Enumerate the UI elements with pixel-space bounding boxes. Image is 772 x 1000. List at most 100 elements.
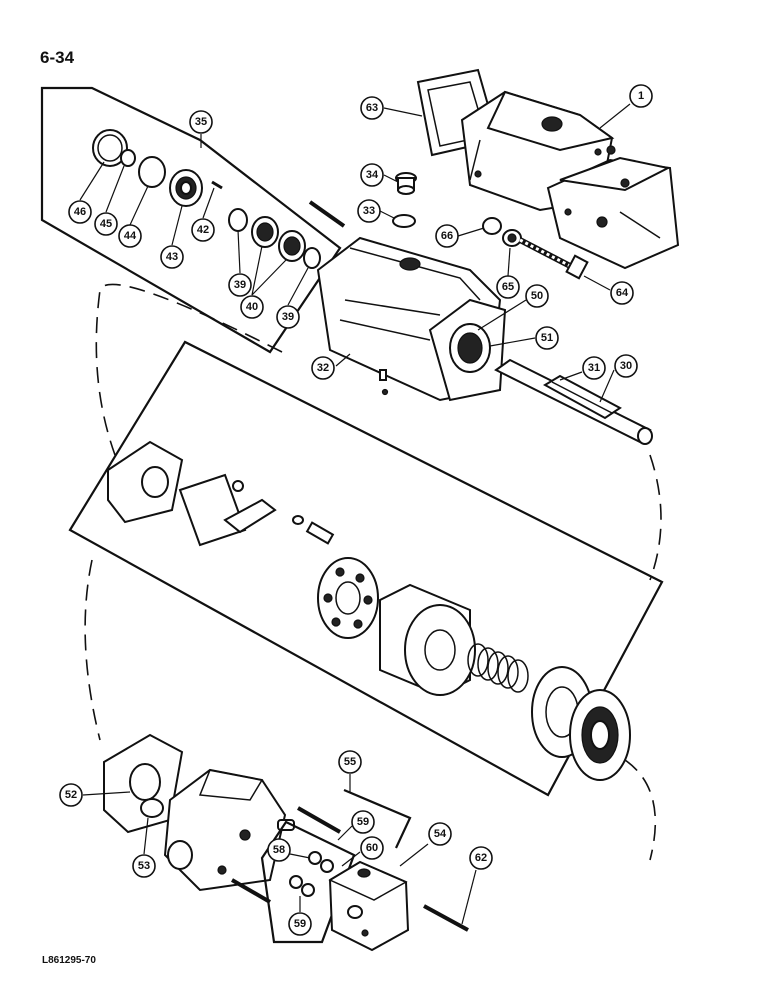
svg-text:66: 66 bbox=[441, 230, 453, 242]
svg-text:33: 33 bbox=[363, 205, 375, 217]
callout-64: 64 bbox=[610, 281, 634, 305]
svg-text:40: 40 bbox=[246, 301, 258, 313]
o-ring-59-c bbox=[301, 883, 315, 897]
svg-text:46: 46 bbox=[74, 206, 86, 218]
svg-text:59: 59 bbox=[357, 816, 369, 828]
callout-60: 60 bbox=[360, 836, 384, 860]
figure-code: L861295-70 bbox=[42, 955, 96, 966]
callout-39-a: 39 bbox=[228, 273, 252, 297]
svg-text:65: 65 bbox=[502, 281, 514, 293]
callout-33: 33 bbox=[357, 199, 381, 223]
seal-53 bbox=[140, 798, 164, 818]
svg-text:59: 59 bbox=[294, 918, 306, 930]
callout-42: 42 bbox=[191, 218, 215, 242]
svg-text:63: 63 bbox=[366, 102, 378, 114]
svg-text:42: 42 bbox=[197, 224, 209, 236]
pump-housing-32 bbox=[316, 236, 507, 402]
dashed-connector-2 bbox=[649, 454, 662, 581]
pin-small bbox=[308, 200, 346, 228]
svg-text:54: 54 bbox=[434, 828, 447, 840]
seal-40-a bbox=[251, 216, 279, 248]
callout-44: 44 bbox=[118, 224, 142, 248]
callout-55: 55 bbox=[338, 750, 362, 774]
callout-39-b: 39 bbox=[276, 305, 300, 329]
plug-34 bbox=[395, 172, 417, 195]
seal-kit-frame bbox=[40, 86, 342, 354]
callout-43: 43 bbox=[160, 245, 184, 269]
callout-1: 1 bbox=[629, 84, 653, 108]
callout-30: 30 bbox=[614, 354, 638, 378]
drive-shaft-30 bbox=[494, 358, 653, 445]
shaft-seal-43 bbox=[169, 169, 203, 207]
callout-40: 40 bbox=[240, 295, 264, 319]
seal-40-b bbox=[278, 230, 306, 262]
svg-text:53: 53 bbox=[138, 860, 150, 872]
pin-42 bbox=[211, 180, 223, 190]
thrust-plate bbox=[569, 689, 631, 781]
svg-text:30: 30 bbox=[620, 360, 632, 372]
backup-ring-44 bbox=[138, 156, 166, 188]
callout-50: 50 bbox=[525, 284, 549, 308]
cylinder-block bbox=[379, 583, 476, 697]
o-ring-59-a bbox=[320, 859, 334, 873]
callout-31: 31 bbox=[582, 356, 606, 380]
bolt-lower bbox=[230, 878, 272, 904]
retainer-plate bbox=[223, 498, 277, 534]
svg-text:64: 64 bbox=[616, 287, 629, 299]
callout-34: 34 bbox=[360, 163, 384, 187]
bolt-64 bbox=[518, 237, 589, 280]
svg-text:1: 1 bbox=[638, 90, 644, 102]
svg-text:35: 35 bbox=[195, 116, 207, 128]
o-ring-39-a bbox=[228, 208, 248, 232]
callout-59-a: 59 bbox=[351, 810, 375, 834]
callout-63: 63 bbox=[360, 96, 384, 120]
svg-text:60: 60 bbox=[366, 842, 378, 854]
o-ring-45 bbox=[120, 149, 136, 167]
leader-lines bbox=[79, 103, 631, 925]
svg-text:58: 58 bbox=[273, 844, 285, 856]
rotating-group-frame bbox=[68, 340, 664, 797]
svg-text:51: 51 bbox=[541, 332, 553, 344]
callout-53: 53 bbox=[132, 854, 156, 878]
dashed-connector-3 bbox=[84, 559, 101, 741]
callout-52: 52 bbox=[59, 783, 83, 807]
svg-text:43: 43 bbox=[166, 251, 178, 263]
o-ring-39-b bbox=[303, 247, 321, 269]
charge-pump-body bbox=[163, 768, 287, 892]
spring-set bbox=[467, 643, 529, 693]
dashed-connector-1 bbox=[95, 283, 283, 456]
svg-text:44: 44 bbox=[124, 230, 137, 242]
end-cover bbox=[107, 440, 184, 524]
callout-54: 54 bbox=[428, 822, 452, 846]
bolt-62 bbox=[423, 904, 469, 932]
callout-58: 58 bbox=[267, 838, 291, 862]
svg-text:62: 62 bbox=[475, 852, 487, 864]
nut-65 bbox=[502, 229, 522, 247]
retaining-ring-46 bbox=[92, 129, 128, 167]
o-ring-58 bbox=[308, 851, 322, 865]
relief-valve-block-54 bbox=[328, 860, 410, 952]
callout-66: 66 bbox=[435, 224, 459, 248]
o-ring-33 bbox=[392, 214, 416, 228]
bolt-55 bbox=[297, 806, 341, 834]
o-ring-59-b bbox=[289, 875, 303, 889]
svg-text:31: 31 bbox=[588, 362, 600, 374]
svg-text:39: 39 bbox=[234, 279, 246, 291]
callout-46: 46 bbox=[68, 200, 92, 224]
screw-pin bbox=[292, 515, 335, 545]
callout-62: 62 bbox=[469, 846, 493, 870]
small-plug bbox=[232, 480, 244, 492]
svg-text:45: 45 bbox=[100, 218, 112, 230]
svg-text:52: 52 bbox=[65, 789, 77, 801]
callout-45: 45 bbox=[94, 212, 118, 236]
svg-text:55: 55 bbox=[344, 756, 356, 768]
valve-plate bbox=[317, 557, 379, 639]
callout-65: 65 bbox=[496, 275, 520, 299]
washer-66 bbox=[482, 217, 502, 235]
svg-text:39: 39 bbox=[282, 311, 294, 323]
callout-35: 35 bbox=[189, 110, 213, 134]
svg-text:50: 50 bbox=[531, 290, 543, 302]
svg-text:34: 34 bbox=[366, 169, 379, 181]
page-number: 6-34 bbox=[40, 48, 75, 67]
